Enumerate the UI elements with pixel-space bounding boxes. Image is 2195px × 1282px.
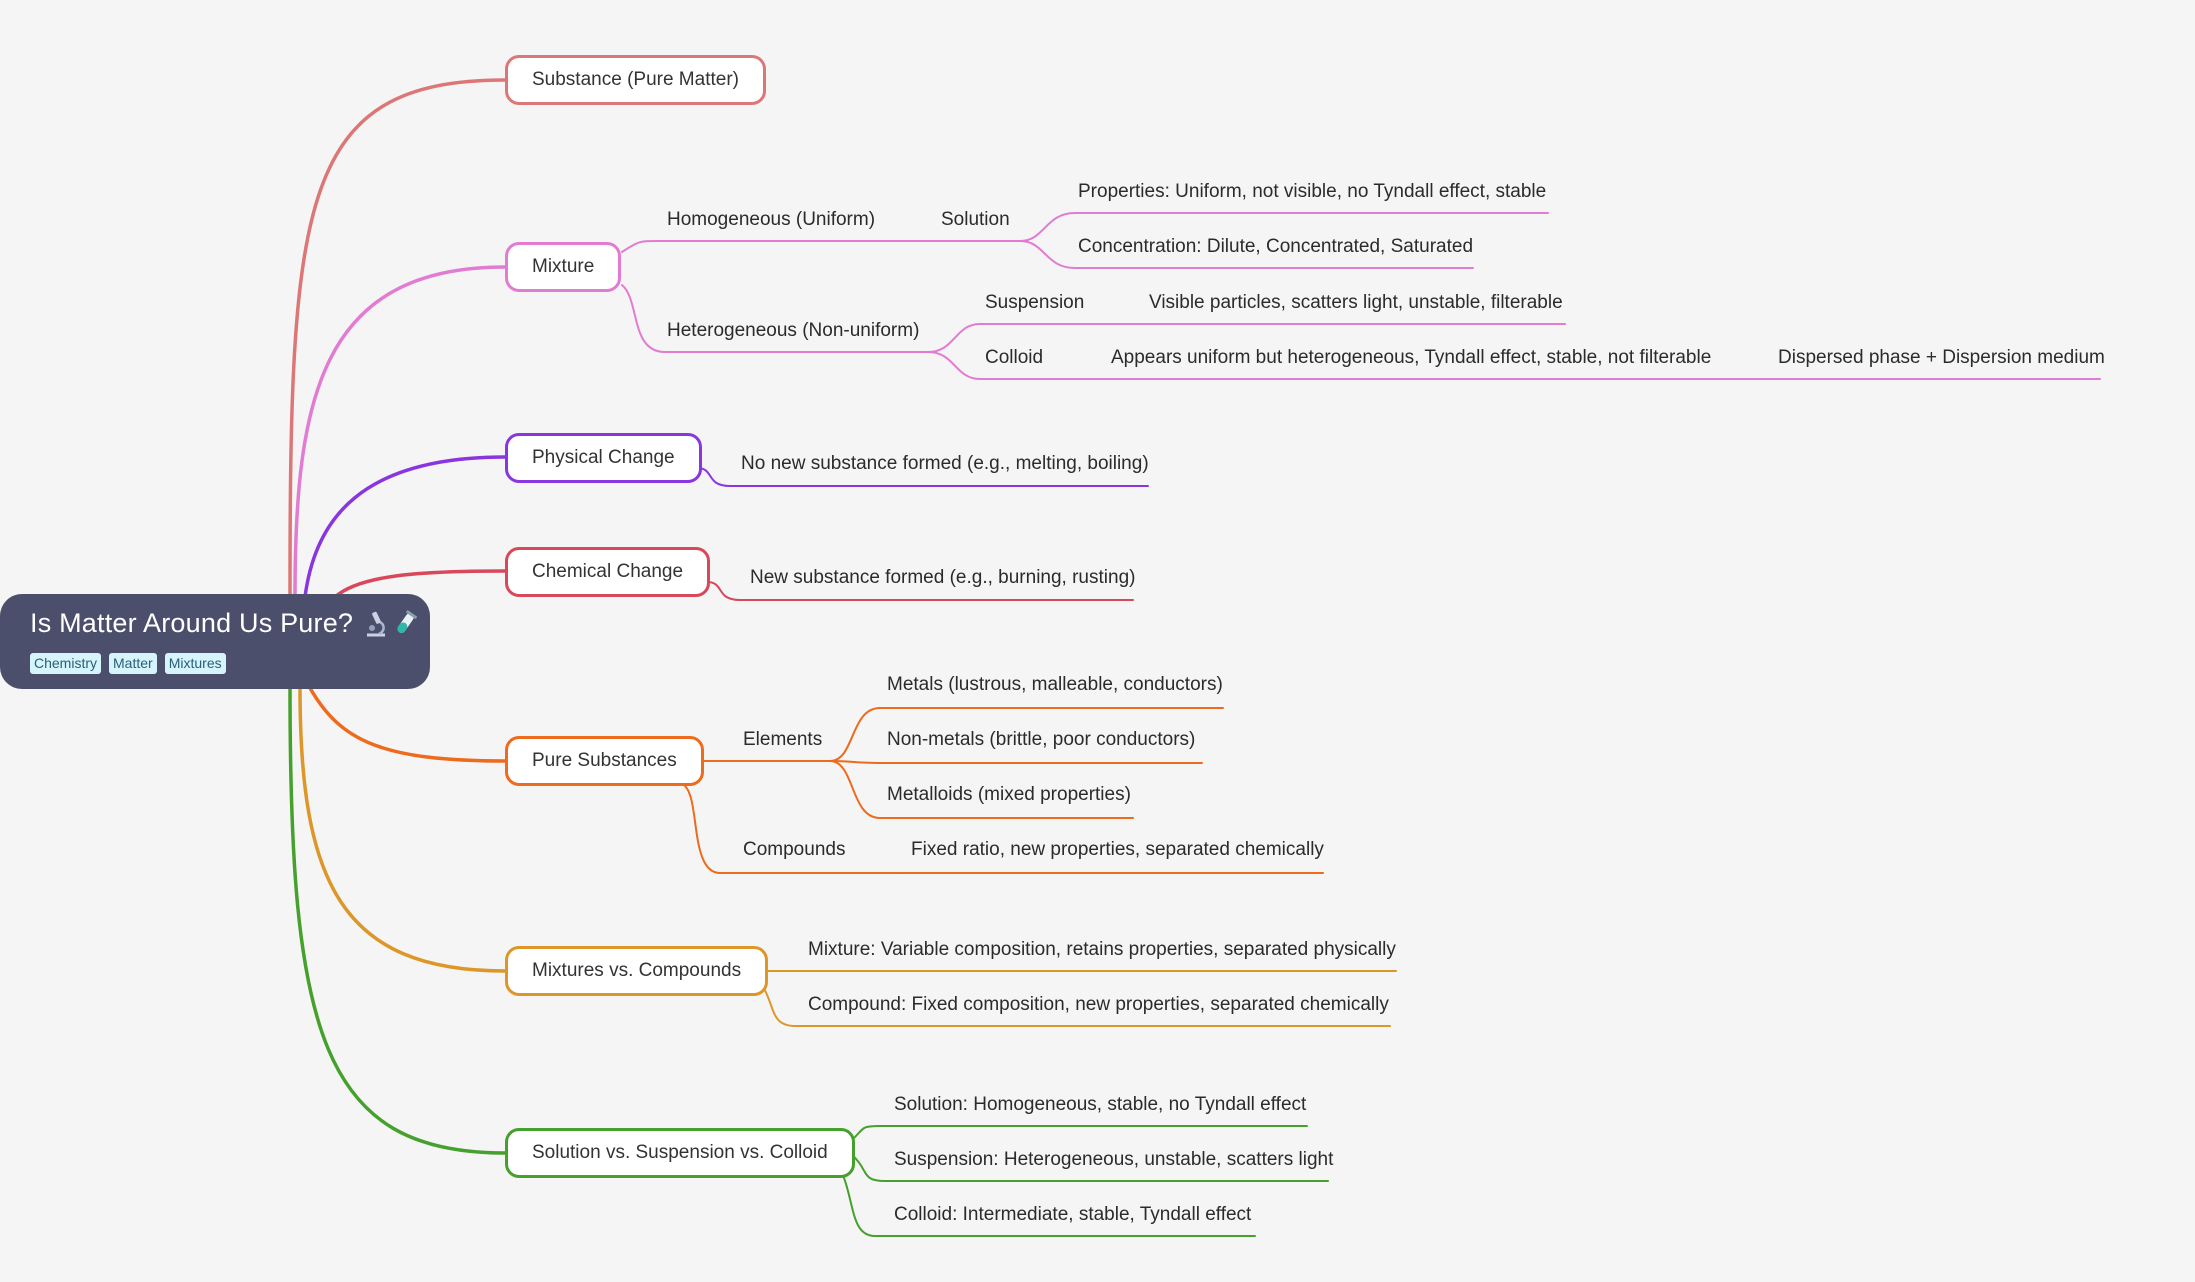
node-substance[interactable]: Substance (Pure Matter) — [505, 55, 766, 105]
node-suspension-detail[interactable]: Visible particles, scatters light, unsta… — [1149, 292, 1563, 313]
microscope-icon — [367, 611, 386, 636]
node-physical-change[interactable]: Physical Change — [505, 433, 702, 483]
node-heterogeneous[interactable]: Heterogeneous (Non-uniform) — [667, 320, 920, 341]
tag-mixtures[interactable]: Mixtures — [164, 653, 226, 674]
node-homogeneous[interactable]: Homogeneous (Uniform) — [667, 209, 876, 230]
node-solution-suspension-colloid[interactable]: Solution vs. Suspension vs. Colloid — [505, 1128, 855, 1178]
node-compound-comparison[interactable]: Compound: Fixed composition, new propert… — [808, 994, 1389, 1015]
node-colloid-comparison[interactable]: Colloid: Intermediate, stable, Tyndall e… — [894, 1204, 1252, 1225]
link-mixture — [293, 265, 507, 599]
test-tube-icon — [397, 609, 418, 633]
node-solution-concentration[interactable]: Concentration: Dilute, Concentrated, Sat… — [1078, 236, 1474, 257]
tag-list: Chemistry Matter Mixtures — [30, 653, 430, 674]
root-title: Is Matter Around Us Pure? — [30, 608, 354, 638]
node-physical-detail[interactable]: No new substance formed (e.g., melting, … — [741, 453, 1149, 474]
node-colloid-detail[interactable]: Appears uniform but heterogeneous, Tynda… — [1111, 347, 1712, 368]
node-pure-substances[interactable]: Pure Substances — [505, 736, 704, 786]
node-chemical-change[interactable]: Chemical Change — [505, 547, 711, 597]
node-solution-properties[interactable]: Properties: Uniform, not visible, no Tyn… — [1078, 181, 1547, 202]
node-colloid-phase[interactable]: Dispersed phase + Dispersion medium — [1778, 347, 2105, 368]
node-solution[interactable]: Solution — [941, 209, 1010, 230]
node-non-metals[interactable]: Non-metals (brittle, poor conductors) — [887, 729, 1196, 750]
link-physical — [303, 455, 507, 599]
node-colloid[interactable]: Colloid — [985, 347, 1044, 368]
root-node[interactable]: Is Matter Around Us Pure? Che — [0, 594, 430, 689]
link-pure — [308, 686, 507, 763]
node-metals[interactable]: Metals (lustrous, malleable, conductors) — [887, 674, 1223, 695]
link-mixcomp — [298, 686, 507, 973]
node-elements[interactable]: Elements — [743, 729, 823, 750]
node-mixtures-vs-compounds[interactable]: Mixtures vs. Compounds — [505, 946, 769, 996]
tag-chemistry[interactable]: Chemistry — [30, 653, 102, 674]
node-suspension[interactable]: Suspension — [985, 292, 1085, 313]
node-mixture[interactable]: Mixture — [505, 242, 622, 292]
node-compounds-detail[interactable]: Fixed ratio, new properties, separated c… — [911, 839, 1324, 860]
node-metalloids[interactable]: Metalloids (mixed properties) — [887, 784, 1131, 805]
tag-matter[interactable]: Matter — [109, 653, 157, 674]
link-solution — [288, 686, 507, 1155]
node-suspension-comparison[interactable]: Suspension: Heterogeneous, unstable, sca… — [894, 1149, 1334, 1170]
link-substance — [288, 78, 507, 599]
node-mixture-comparison[interactable]: Mixture: Variable composition, retains p… — [808, 939, 1396, 960]
node-compounds[interactable]: Compounds — [743, 839, 846, 860]
link-chemical — [333, 569, 507, 599]
node-chemical-detail[interactable]: New substance formed (e.g., burning, rus… — [750, 567, 1136, 588]
node-solution-comparison[interactable]: Solution: Homogeneous, stable, no Tyndal… — [894, 1094, 1307, 1115]
